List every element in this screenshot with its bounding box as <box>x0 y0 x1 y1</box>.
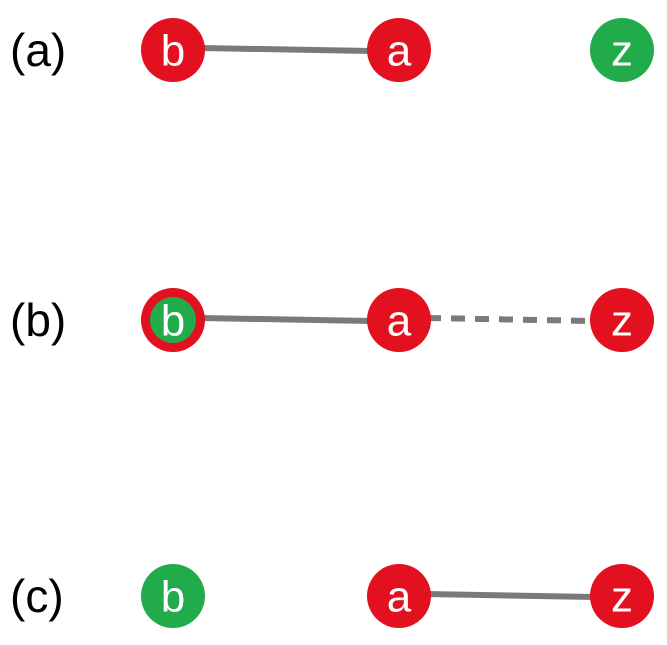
node-circle <box>367 564 431 628</box>
edge-a-z-row-1 <box>426 315 595 324</box>
edges-layer <box>200 45 595 600</box>
row-label-0: (a) <box>10 24 66 76</box>
edge-b-a-row-0 <box>200 45 372 54</box>
node-letter: b <box>161 297 185 346</box>
node-z-row-2: z <box>590 564 654 628</box>
edge-b-a-row-1 <box>200 315 372 324</box>
labels-layer: (a) (b) (c) <box>10 24 66 622</box>
node-circle <box>590 564 654 628</box>
node-z-row-0: z <box>590 18 654 82</box>
node-b-row-2: b <box>141 564 205 628</box>
nodes-layer: b a z b a z b a z <box>141 18 654 628</box>
node-inner-circle <box>150 297 196 343</box>
node-circle <box>590 18 654 82</box>
node-letter: a <box>387 573 412 622</box>
row-label-1: (b) <box>10 294 66 346</box>
node-a-row-1: a <box>367 288 431 352</box>
node-b-row-0: b <box>141 18 205 82</box>
node-letter: b <box>161 27 185 76</box>
node-a-row-0: a <box>367 18 431 82</box>
node-z-row-1: z <box>590 288 654 352</box>
node-letter: z <box>611 573 633 622</box>
edge-a-z-row-2 <box>426 591 595 600</box>
node-circle <box>141 564 205 628</box>
node-letter: z <box>611 27 633 76</box>
node-circle <box>367 18 431 82</box>
node-a-row-2: a <box>367 564 431 628</box>
node-b-row-1: b <box>141 288 205 352</box>
node-circle <box>367 288 431 352</box>
node-letter: b <box>161 573 185 622</box>
node-circle <box>590 288 654 352</box>
node-circle <box>141 18 205 82</box>
row-label-2: (c) <box>10 570 64 622</box>
node-letter: a <box>387 297 412 346</box>
node-letter: z <box>611 297 633 346</box>
node-letter: a <box>387 27 412 76</box>
